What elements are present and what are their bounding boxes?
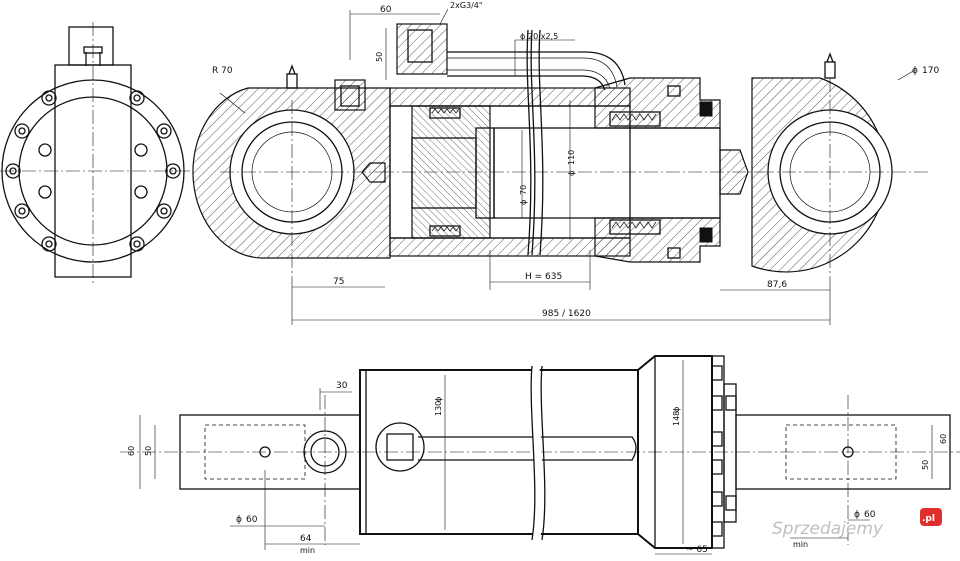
dim-min-length-left: 64 — [300, 534, 312, 544]
side-view — [120, 355, 960, 549]
dim-port-thread: 2xG3/4" — [450, 1, 483, 10]
dim-pin-diameter-left: 60 — [246, 515, 258, 525]
dim-piston-rod-diameter-symbol: ϕ — [519, 200, 528, 205]
dim-eye-width-outer: 60 — [127, 446, 136, 456]
dim-base-length: 75 — [333, 277, 344, 287]
dim-pin-diameter-right-symbol: ϕ — [854, 510, 860, 520]
dim-eye-radius: R 70 — [212, 66, 233, 76]
dim-port-offset: 60 — [380, 5, 392, 15]
dim-total-length: 985 / 1620 — [542, 309, 591, 319]
dim-rod-diameter: 110 — [567, 150, 576, 165]
dim-rod-diameter-symbol: ϕ — [567, 171, 576, 176]
dim-pin-diameter-left-symbol: ϕ — [236, 515, 242, 525]
watermark-text: Sprzedajemy — [772, 519, 884, 539]
dim-pin-diameter-right: 60 — [864, 510, 876, 520]
dim-head-diameter: 170 — [922, 66, 939, 76]
dim-head-diameter-symbol: ϕ — [912, 66, 918, 76]
dim-piston-rod-diameter: 70 — [519, 185, 528, 195]
dim-head-length: 87,6 — [767, 280, 787, 290]
watermark-suffix: .pl — [922, 514, 935, 524]
dim-stroke: H = 635 — [525, 272, 562, 282]
watermark: Sprzedajemy .pl — [772, 508, 942, 539]
dim-head-flange-length: ~ 65 — [686, 545, 708, 555]
dim-eye-width-right-inner: 50 — [921, 460, 930, 470]
end-view — [0, 22, 190, 285]
dim-port-center: 30 — [336, 381, 348, 391]
dim-eye-width-right-outer: 60 — [939, 434, 948, 444]
dim-cylinder-diameter-symbol: ϕ — [434, 397, 443, 402]
end-view-bolts — [5, 90, 181, 252]
flange-bolts — [711, 365, 737, 537]
side-dimensions: 60 50 30 ϕ 130 ϕ 148 ϕ 60 64 min ~ 65 mi… — [127, 360, 951, 555]
section-dimensions: 60 2xG3/4" ϕ 20 x2,5 50 R 70 ϕ 170 110 ϕ… — [212, 1, 939, 325]
dim-port-height: 50 — [375, 52, 384, 62]
dim-pipe-diameter: 20 x2,5 — [528, 32, 558, 41]
dim-min-label-left: min — [300, 546, 315, 555]
dim-flange-diameter-symbol: ϕ — [672, 407, 681, 412]
dim-eye-width-inner: 50 — [144, 446, 153, 456]
dim-flange-diameter: 148 — [672, 411, 681, 426]
dim-cylinder-diameter: 130 — [434, 401, 443, 416]
section-view — [192, 23, 930, 290]
dim-min-label-right: min — [793, 540, 808, 549]
dim-pipe-diameter-symbol: ϕ — [520, 32, 525, 41]
